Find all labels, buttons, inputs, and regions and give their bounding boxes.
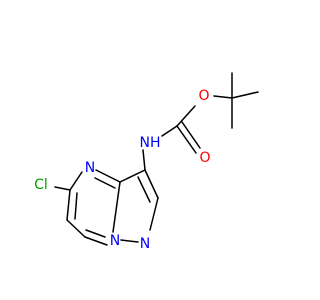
atom-o-ester: O bbox=[198, 88, 209, 104]
bond-o-ester-carbonyl bbox=[176, 105, 196, 127]
bond-c3-c2-2 bbox=[137, 176, 151, 203]
molecule-structure: Cl N N N NH O O bbox=[34, 72, 259, 252]
bond-carbonyl-o-1 bbox=[176, 125, 197, 154]
bond-n4-c5 bbox=[69, 171, 83, 191]
atom-n-pyrazole: N bbox=[140, 236, 150, 252]
bond-c3a-n4-1 bbox=[95, 169, 121, 183]
bond-c7-n7a-1 bbox=[84, 236, 108, 246]
bond-nh-c3 bbox=[142, 149, 146, 171]
bond-c3-c3a bbox=[119, 169, 146, 183]
bond-carbonyl-o-2 bbox=[181, 121, 201, 149]
atom-nh: NH bbox=[140, 135, 161, 151]
bond-cq-methyl-right bbox=[231, 91, 259, 99]
bonds bbox=[54, 72, 259, 246]
bond-n1-n7a bbox=[120, 239, 139, 243]
molecule-canvas: Cl N N N NH O O bbox=[34, 72, 259, 252]
bond-n7a-c3a bbox=[112, 181, 121, 233]
bond-c6-c7 bbox=[66, 219, 86, 238]
bond-carbonyl-nh bbox=[161, 125, 178, 137]
atom-o-carbonyl: O bbox=[199, 150, 210, 166]
bond-c2-n1 bbox=[149, 197, 159, 231]
bond-c3-c2-1 bbox=[144, 169, 159, 199]
bond-c3a-n4-2 bbox=[94, 177, 116, 189]
bond-cq-o-ester bbox=[213, 95, 233, 99]
bond-c7-n7a-2 bbox=[85, 229, 106, 238]
atom-n-bridge: N bbox=[110, 233, 120, 249]
atom-cl: Cl bbox=[34, 177, 48, 193]
bond-c5-c6-1 bbox=[66, 189, 71, 221]
bond-c5-c6-2 bbox=[74, 192, 78, 220]
atom-n-ring-upper: N bbox=[85, 160, 95, 176]
bond-c5-cl bbox=[54, 186, 71, 191]
atom-labels: Cl N N N NH O O bbox=[34, 88, 210, 252]
